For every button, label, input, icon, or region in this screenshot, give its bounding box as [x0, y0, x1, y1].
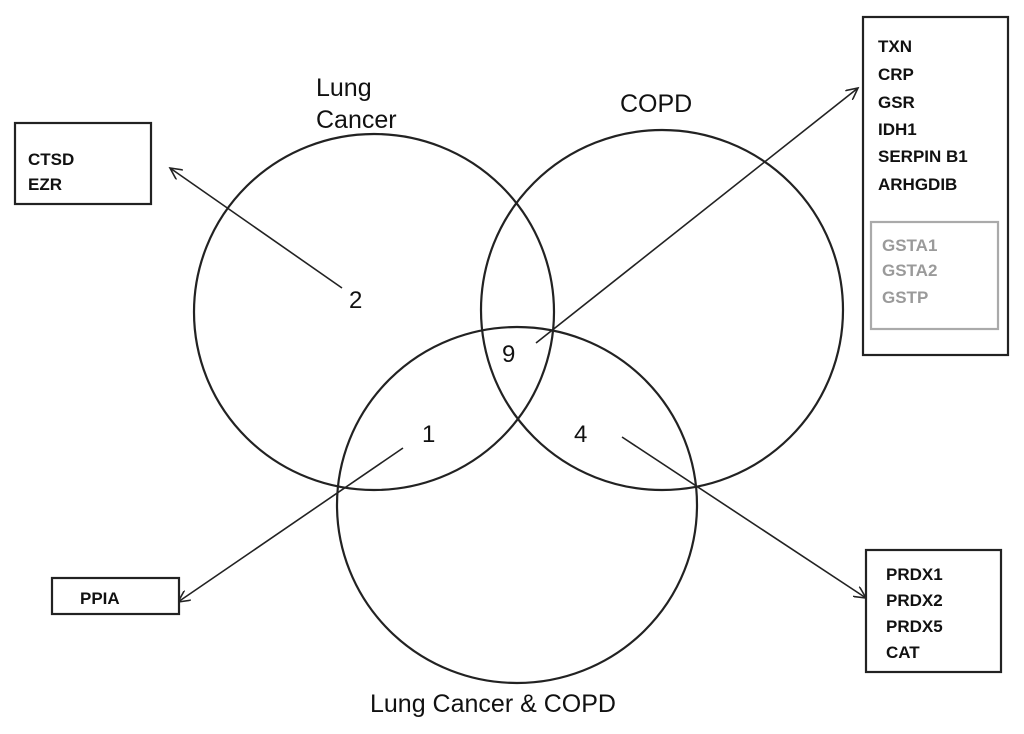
gene-box-copd-and-both: PRDX1 PRDX2 PRDX5 CAT	[864, 548, 1003, 674]
arrow-to-lung-cancer-only-box	[170, 168, 343, 289]
gene-serpin-b1: SERPIN B1	[878, 147, 968, 166]
gene-box-lung-cancer-and-both: PPIA	[50, 576, 181, 616]
gene-box-lung-cancer-only: CTSD EZR	[13, 121, 153, 206]
gene-gsta2: GSTA2	[882, 261, 937, 280]
gene-cat: CAT	[886, 643, 920, 662]
arrow-to-all-three-box	[535, 88, 858, 344]
count-lung-cancer-and-both: 1	[422, 421, 435, 448]
gene-prdx2: PRDX2	[886, 591, 943, 610]
gene-crp: CRP	[878, 65, 914, 84]
gene-prdx5: PRDX5	[886, 617, 943, 636]
label-lung-cancer-line1: Lung	[316, 74, 372, 102]
count-copd-and-both: 4	[574, 421, 587, 448]
circle-copd	[479, 128, 845, 492]
gene-ezr: EZR	[28, 175, 62, 194]
gene-prdx1: PRDX1	[886, 565, 943, 584]
arrow-to-lung-cancer-and-both-box	[178, 447, 404, 602]
arrow-to-copd-and-both-box	[621, 436, 866, 598]
gene-subbox-gst: GSTA1 GSTA2 GSTP	[869, 220, 1000, 331]
gene-gsta1: GSTA1	[882, 236, 937, 255]
gene-gsr: GSR	[878, 93, 915, 112]
count-all-three: 9	[502, 341, 515, 368]
gene-txn: TXN	[878, 37, 912, 56]
gene-idh1: IDH1	[878, 120, 917, 139]
circle-lung-cancer	[192, 132, 556, 492]
gene-box-all-three: TXN CRP GSR IDH1 SERPIN B1 ARHGDIB GSTA1…	[861, 15, 1010, 357]
gene-arhgdib: ARHGDIB	[878, 175, 957, 194]
label-lung-cancer-line2: Cancer	[316, 106, 397, 134]
gene-gstp: GSTP	[882, 288, 928, 307]
gene-ppia: PPIA	[80, 589, 120, 608]
label-copd: COPD	[620, 90, 692, 118]
label-lung-cancer-and-copd: Lung Cancer & COPD	[370, 690, 616, 718]
count-lung-cancer-only: 2	[349, 287, 362, 314]
circle-lung-cancer-and-copd	[335, 325, 699, 685]
gene-ctsd: CTSD	[28, 150, 74, 169]
